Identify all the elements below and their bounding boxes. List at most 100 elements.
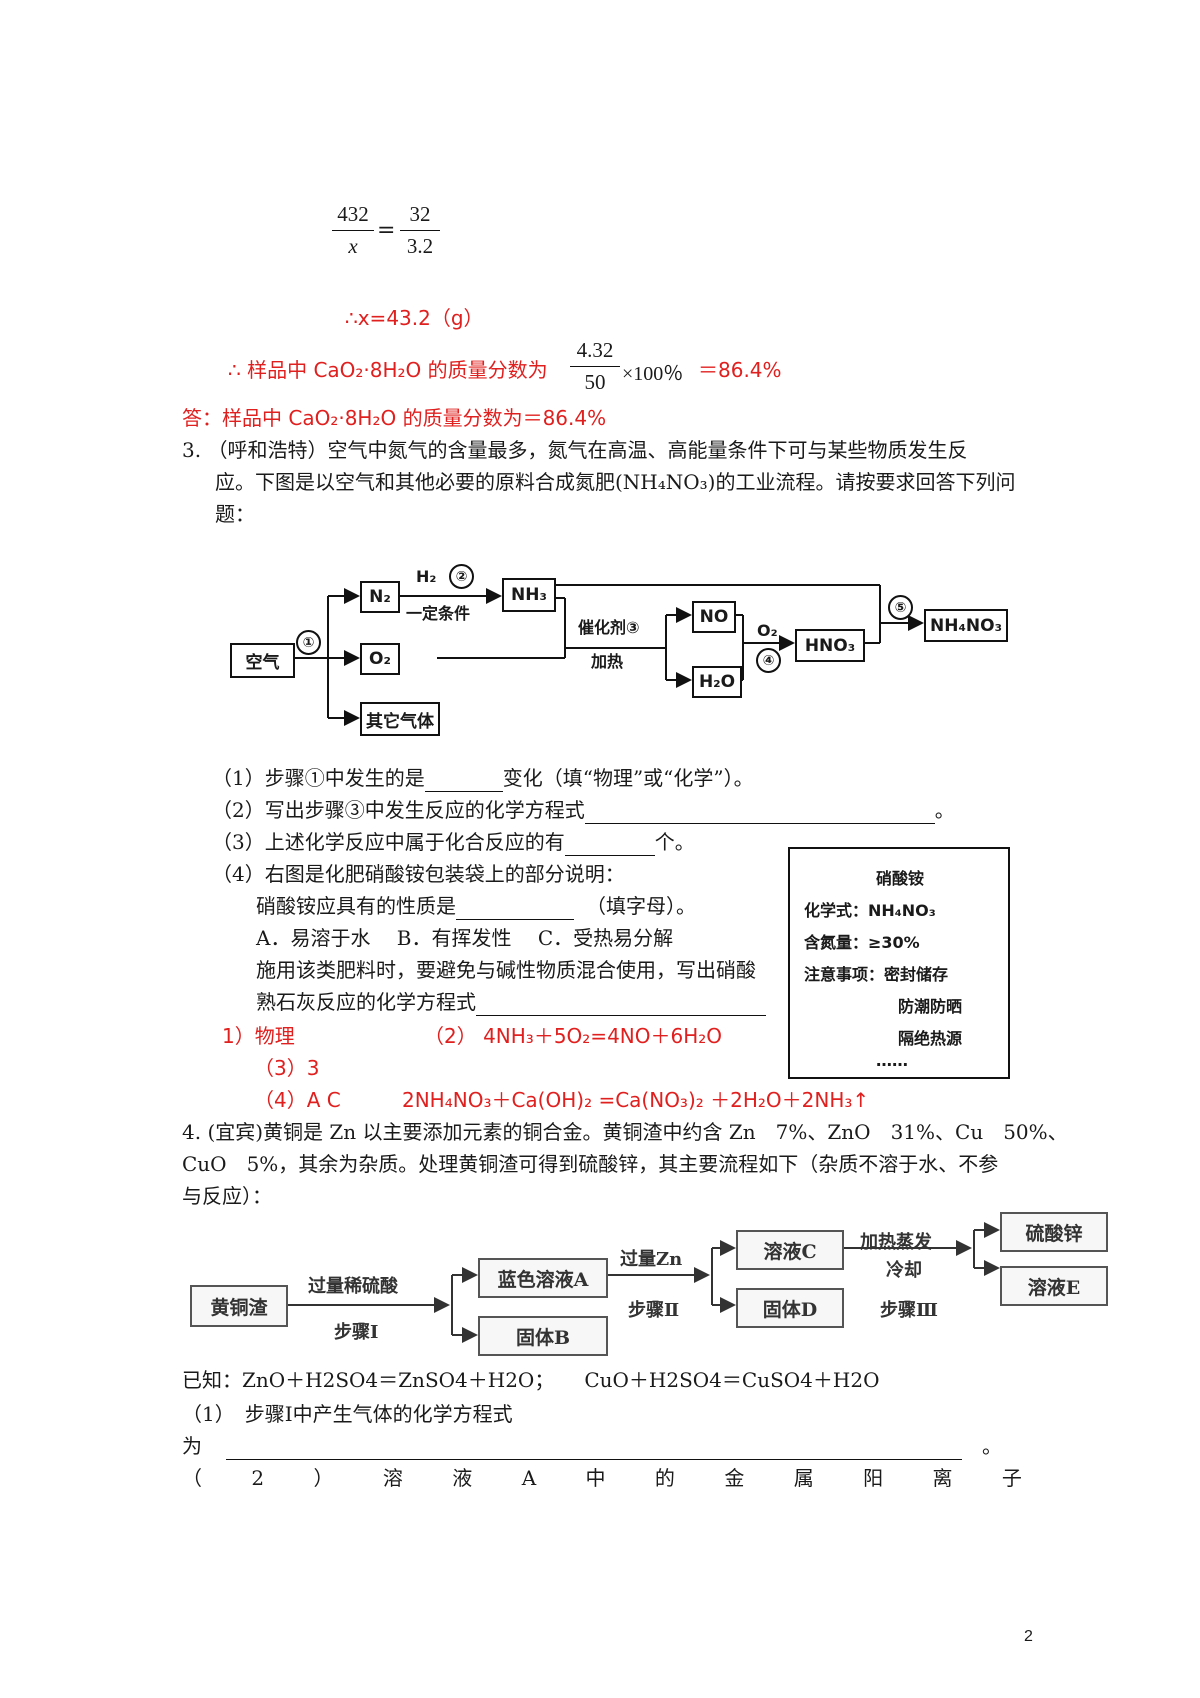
numerator: 32: [409, 202, 431, 226]
q3-sub4-c: 熟石灰反应的化学方程式: [256, 988, 766, 1016]
numerator: 432: [337, 202, 369, 226]
q3-answer-3: （3）3: [254, 1056, 320, 1080]
equals-sign: =: [377, 218, 396, 243]
q4-sub1-answer-line: 为。: [182, 1432, 1002, 1460]
q4-known: 已知：ZnO＋H2SO4＝ZnSO4＋H2O； CuO＋H2SO4＝CuSO4＋…: [182, 1368, 880, 1392]
label-title: 硝酸铵: [876, 869, 925, 888]
flow-node-nh4no3: NH₄NO₃: [924, 609, 1008, 642]
q4-flow-lines: [286, 1222, 1000, 1343]
q3-answer-4: （4）A C: [254, 1088, 341, 1112]
flow-node-solid-d: 固体D: [736, 1288, 844, 1328]
q4-sub2-char: 离: [932, 1466, 953, 1490]
answer-line: 答：样品中 CaO₂·8H₂O 的质量分数为＝86.4%: [182, 406, 607, 430]
q4-sub1-end: 。: [982, 1434, 1002, 1458]
q3-sub1-end: 变化（填“物理”或“化学”）。: [502, 766, 754, 790]
label-o2: O₂: [757, 621, 778, 640]
q3-options: A．易溶于水 B．有挥发性 C．受热易分解: [256, 926, 674, 950]
q4-sub2-char: （: [182, 1466, 202, 1490]
q4-sub1-wei: 为: [182, 1434, 202, 1458]
mass-fraction-prefix: ∴ 样品中 CaO₂·8H₂O 的质量分数为: [228, 358, 548, 382]
fraction-32-over-3.2: 32 3.2: [400, 202, 440, 259]
label-condition: 一定条件: [406, 604, 471, 623]
q3-sub1-blank[interactable]: [424, 771, 503, 792]
q3-answer-1: 1）物理: [222, 1024, 295, 1048]
q4-sub2-char: 液: [452, 1466, 473, 1490]
denominator: 50: [584, 370, 606, 394]
q3-sub4-a: 硝酸铵应具有的性质是 （填字母）。: [256, 892, 696, 920]
label-excess-zn: 过量Zn: [620, 1249, 683, 1270]
step-4-marker: ④: [756, 648, 781, 673]
label-cool: 冷却: [886, 1260, 922, 1281]
q3-sub4-c-text: 熟石灰反应的化学方程式: [256, 990, 476, 1014]
q3-flow-lines: [293, 584, 924, 726]
q3-sub4-a-end: （填字母）。: [586, 894, 696, 918]
flow-node-solution-e: 溶液E: [1000, 1266, 1108, 1306]
q3-sub2: （2）写出步骤③中发生反应的化学方程式 。: [212, 796, 955, 824]
flow-node-solution-c: 溶液C: [736, 1230, 844, 1270]
q3-sub2-end: 。: [934, 798, 955, 822]
q4-sub1: （1） 步骤Ⅰ中产生气体的化学方程式: [182, 1402, 513, 1426]
numerator: 4.32: [576, 338, 614, 362]
label-h2: H₂: [416, 567, 437, 586]
flow-node-other-gases: 其它气体: [360, 702, 440, 736]
label-note-3: 隔绝热源: [898, 1029, 963, 1048]
q3-sub2-blank[interactable]: [584, 803, 935, 824]
label-formula: 化学式：NH₄NO₃: [804, 901, 936, 920]
q3-answer-4-equation: 2NH₄NO₃＋Ca(OH)₂ =Ca(NO₃)₂ ＋2H₂O＋2NH₃↑: [402, 1088, 870, 1112]
q3-sub4-b: 施用该类肥料时，要避免与碱性物质混合使用，写出硝酸: [256, 958, 756, 982]
q4-sub2-char: ）: [313, 1466, 334, 1490]
q4-sub2-char: A: [521, 1466, 537, 1490]
q3-sub4-c-blank[interactable]: [476, 995, 766, 1016]
label-step-1: 步骤Ⅰ: [334, 1322, 379, 1343]
q3-sub3-end: 个。: [654, 830, 695, 854]
flow-node-brass-slag: 黄铜渣: [190, 1285, 288, 1327]
q3-sub1-text: （1）步骤①中发生的是: [212, 766, 425, 790]
q3-sub2-text: （2）写出步骤③中发生反应的化学方程式: [212, 798, 585, 822]
times-100-percent: ×100％: [622, 363, 684, 385]
label-excess-dilute-acid: 过量稀硫酸: [308, 1276, 398, 1297]
fraction-4.32-over-50: 4.32 50: [570, 338, 620, 395]
q4-sub2-char: 子: [1001, 1466, 1022, 1490]
flow-node-o2: O₂: [360, 643, 400, 675]
step-1-marker: ①: [296, 630, 321, 655]
denominator: x: [348, 234, 358, 258]
q4-sub2-char: 2: [251, 1466, 265, 1490]
q4-sub2-char: 金: [724, 1466, 745, 1490]
q4-line1: 4. (宜宾)黄铜是 Zn 以主要添加元素的铜合金。黄铜渣中约含 Zn 7%、Z…: [182, 1120, 1068, 1144]
flow-node-blue-solution-a: 蓝色溶液A: [478, 1258, 608, 1298]
label-step-2: 步骤Ⅱ: [628, 1300, 680, 1321]
fraction-432-over-x: 432 x: [332, 202, 374, 259]
label-step-3: 步骤Ⅲ: [880, 1300, 938, 1321]
q3-answer-2: （2） 4NH₃＋5O₂=4NO＋6H₂O: [424, 1024, 723, 1048]
flow-node-hno3: HNO₃: [795, 629, 865, 662]
q3-sub3-blank[interactable]: [564, 835, 655, 856]
label-notes: 注意事项：密封储存: [804, 965, 949, 984]
label-note-2: 防潮防晒: [898, 997, 963, 1016]
page-number: 2: [1024, 1628, 1033, 1645]
label-ellipsis: ……: [876, 1051, 908, 1070]
label-heat: 加热: [591, 652, 624, 671]
q3-sub4-a-text: 硝酸铵应具有的性质是: [256, 894, 456, 918]
flow-node-n2: N₂: [360, 581, 400, 613]
denominator: 3.2: [406, 234, 434, 258]
q4-sub2-char: 中: [585, 1466, 606, 1490]
q4-sub2-line: （ 2 ） 溶 液 A 中 的 金 属 阳 离 子: [182, 1464, 1022, 1492]
q4-sub2-char: 溶: [382, 1466, 403, 1490]
q3-line1: 3. （呼和浩特）空气中氮气的含量最多，氮气在高温、高能量条件下可与某些物质发生…: [182, 438, 968, 462]
flow-node-h2o: H₂O: [692, 666, 742, 698]
flow-node-solid-b: 固体B: [478, 1316, 608, 1356]
fertilizer-label-box: 硝酸铵 化学式：NH₄NO₃ 含氮量：≥30% 注意事项：密封储存 防潮防晒 隔…: [788, 847, 1010, 1079]
q3-line3: 题：: [215, 502, 255, 526]
q3-sub3-text: （3）上述化学反应中属于化合反应的有: [212, 830, 565, 854]
label-heat-evaporate: 加热蒸发: [860, 1232, 932, 1253]
label-nitrogen-content: 含氮量：≥30%: [804, 933, 920, 952]
q4-line3: 与反应）：: [182, 1184, 272, 1208]
q3-sub3: （3）上述化学反应中属于化合反应的有 个。: [212, 828, 695, 856]
flow-node-no: NO: [692, 601, 736, 633]
q4-sub1-blank[interactable]: [226, 1439, 962, 1460]
q3-sub4: （4）右图是化肥硝酸铵包装袋上的部分说明：: [212, 862, 625, 886]
q3-sub4-a-blank[interactable]: [456, 899, 574, 920]
mass-fraction-result: ＝86.4%: [698, 358, 782, 382]
q4-sub2-char: 属: [793, 1466, 814, 1490]
step-5-marker: ⑤: [888, 595, 913, 620]
